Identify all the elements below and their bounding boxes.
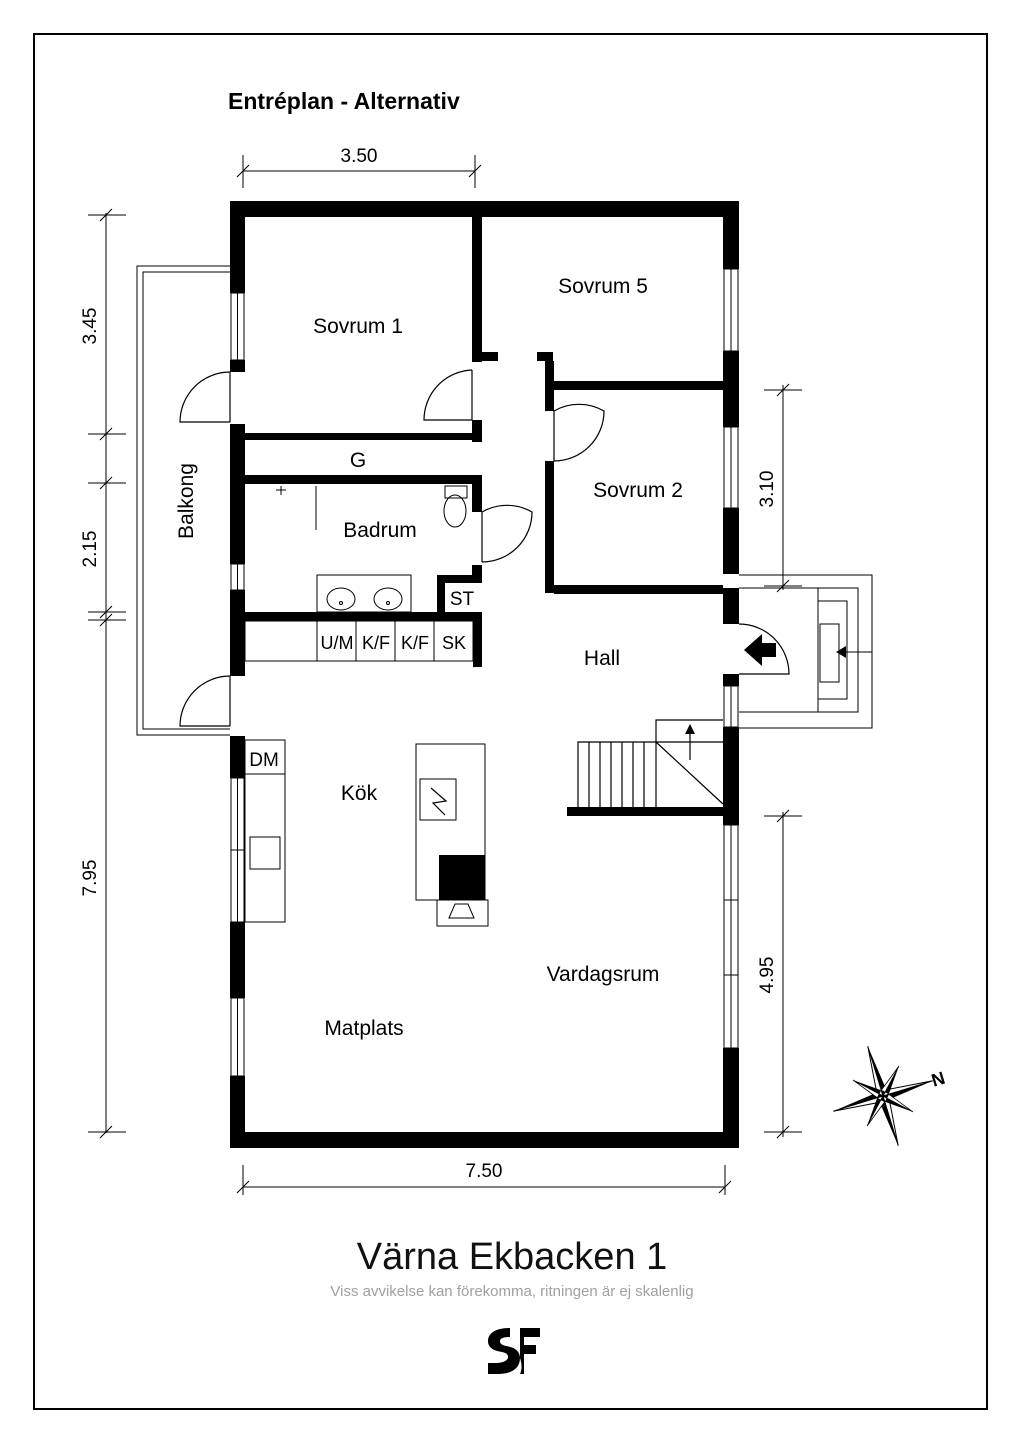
interior-walls bbox=[245, 217, 723, 816]
dimension-right-bottom: 4.95 bbox=[757, 957, 778, 994]
dimension-bottom: 7.50 bbox=[466, 1161, 503, 1182]
room-label-sovrum-2: Sovrum 2 bbox=[593, 479, 683, 502]
room-label-matplats: Matplats bbox=[324, 1017, 403, 1040]
kitchen-appliance bbox=[439, 855, 485, 900]
disclaimer: Viss avvikelse kan förekomma, ritningen … bbox=[330, 1283, 694, 1300]
kitchen-fixtures bbox=[244, 739, 489, 927]
entrance-porch bbox=[739, 574, 873, 729]
bathroom-fixtures bbox=[276, 485, 468, 613]
plan-title: Entréplan - Alternativ bbox=[228, 88, 460, 114]
porch-arrow-icon bbox=[836, 646, 846, 658]
room-label-dm: DM bbox=[249, 750, 279, 771]
brand-logo-icon bbox=[488, 1328, 540, 1374]
property-name: Värna Ekbacken 1 bbox=[356, 1236, 668, 1278]
dimension-left-top: 3.45 bbox=[80, 308, 101, 345]
room-label-balkong: Balkong bbox=[175, 463, 198, 539]
compass-rose-icon bbox=[833, 1046, 933, 1146]
room-label-st: ST bbox=[450, 589, 475, 610]
room-label-badrum: Badrum bbox=[343, 519, 417, 542]
room-label-hall: Hall bbox=[584, 647, 620, 670]
doors bbox=[179, 369, 790, 727]
stairs-arrow-icon bbox=[685, 724, 695, 734]
room-label-vardagsrum: Vardagsrum bbox=[547, 963, 660, 986]
dimension-left-bottom: 7.95 bbox=[80, 860, 101, 897]
storage-label-sk: SK bbox=[442, 633, 466, 653]
storage-label-um: U/M bbox=[321, 633, 354, 653]
stairs bbox=[577, 719, 724, 807]
dimension-top: 3.50 bbox=[341, 146, 378, 167]
dimension-left-mid: 2.15 bbox=[80, 531, 101, 568]
storage-label-kf-1: K/F bbox=[362, 633, 390, 653]
compass-north-label: N bbox=[929, 1068, 947, 1091]
storage-units bbox=[244, 620, 474, 662]
storage-label-kf-2: K/F bbox=[401, 633, 429, 653]
exterior-walls bbox=[230, 201, 739, 1148]
room-label-sovrum-5: Sovrum 5 bbox=[558, 275, 648, 298]
dimension-right-top: 3.10 bbox=[757, 471, 778, 508]
dimension-lines bbox=[88, 155, 802, 1195]
entrance-arrow-icon bbox=[744, 634, 776, 666]
room-label-sovrum-1: Sovrum 1 bbox=[313, 315, 403, 338]
page-frame bbox=[33, 33, 988, 1410]
windows bbox=[230, 268, 739, 1077]
room-label-garderob: G bbox=[350, 449, 366, 472]
room-label-kok: Kök bbox=[341, 782, 378, 805]
balcony bbox=[136, 265, 230, 736]
